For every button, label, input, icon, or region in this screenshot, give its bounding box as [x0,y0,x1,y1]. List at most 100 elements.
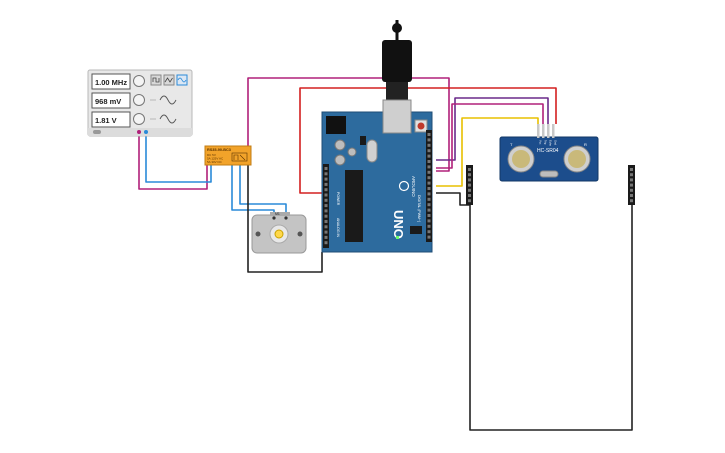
header-left-pin-1[interactable] [468,173,471,177]
arduino-left-pin-3[interactable] [324,182,328,186]
relay-line-1: DC 5V [207,153,216,157]
arduino-right-pin-13[interactable] [427,203,431,207]
generator-terminal-positive[interactable] [144,130,148,134]
sensor-pin-label: Trig [544,140,548,145]
header-left-pin-3[interactable] [468,183,471,187]
header-right-pin-3[interactable] [630,183,633,187]
function-generator[interactable]: 1.00 MHz 968 mV 1.81 V [87,69,193,137]
sensor-pin-gnd[interactable] [552,124,555,138]
usb-plug [382,40,412,82]
arduino-left-pin-8[interactable] [324,209,328,213]
sensor-pin-vcc[interactable] [537,124,540,138]
header-right-pin-0[interactable] [630,168,633,171]
arduino-left-pin-1[interactable] [324,172,328,176]
frequency-knob[interactable] [133,75,145,87]
relay-line-2: 5A 125V AC [207,157,224,161]
arduino-right-pin-0[interactable] [427,133,431,136]
header-left-pin-5[interactable] [468,194,471,197]
wire-blue-motor[interactable] [231,165,275,218]
sensor-pin-label: Vcc [539,140,543,145]
relay[interactable]: RS35-90-BC3 DC 5V 5A 125V AC 5A 30V DC [204,145,252,166]
digital-section-label: DIGITAL (PWM~) [417,195,421,222]
wire-yellow[interactable] [436,117,539,187]
arduino-right-pin-17[interactable] [427,224,431,228]
arduino-right-pin-12[interactable] [427,197,431,201]
motor-label: M1 [275,212,280,216]
header-left-pin-4[interactable] [468,188,471,192]
wire-magenta-generator[interactable] [138,132,208,190]
arduino-left-pin-9[interactable] [324,214,328,218]
header-left-strip[interactable] [466,165,473,205]
wire-blue-motor-2[interactable] [239,165,287,218]
arduino-right-pin-14[interactable] [427,208,431,212]
power-led [396,236,399,239]
square-wave-icon [152,77,160,83]
motor-shaft [274,229,284,239]
sensor-pin-trig[interactable] [542,124,545,138]
header-right-pin-5[interactable] [630,194,633,197]
arduino-right-pin-2[interactable] [427,143,431,147]
motor-terminal-left[interactable] [272,216,276,220]
header-right-pin-1[interactable] [630,173,633,177]
arduino-left-pin-6[interactable] [324,198,328,202]
motor-terminal-right[interactable] [284,216,288,220]
arduino-right-pin-1[interactable] [427,138,431,142]
generator-terminal-negative[interactable] [137,130,141,134]
arduino-right-pin-6[interactable] [427,165,431,169]
reset-button[interactable] [417,122,425,130]
power-section-label: POWER [336,192,340,206]
header-right-pin-4[interactable] [630,188,633,192]
wire-magenta-top[interactable] [247,77,450,172]
arduino-left-pin-13[interactable] [324,235,328,239]
arduino-model-label: UNO [391,210,406,239]
arduino-left-pin-7[interactable] [324,204,328,208]
arduino-left-pin-5[interactable] [324,193,328,197]
arduino-right-pin-4[interactable] [427,154,431,158]
wire-black-header-loop[interactable] [469,205,633,431]
wires [138,77,633,431]
arduino-right-pin-16[interactable] [427,219,431,223]
arduino-right-pin-10[interactable] [427,187,431,190]
header-left-pin-6[interactable] [468,199,471,203]
header-left-pin-0[interactable] [468,168,471,171]
sensor-pin-echo[interactable] [547,124,550,138]
arduino-left-pin-0[interactable] [324,167,328,170]
wire-blue-generator[interactable] [145,132,212,183]
arduino-left-pin-11[interactable] [324,225,328,229]
header-right-pin-2[interactable] [630,178,633,182]
header-left-pin-2[interactable] [468,178,471,182]
left-header-pins [324,167,328,245]
wire-black-header[interactable] [436,192,470,206]
arduino-right-pin-9[interactable] [427,181,431,185]
arduino-right-pin-19[interactable] [427,235,431,239]
header-right-strip[interactable] [628,165,635,205]
arduino-right-pin-5[interactable] [427,160,431,163]
right-header-pins [427,133,431,239]
arduino-left-pin-10[interactable] [324,220,328,223]
arduino-left-pin-12[interactable] [324,230,328,234]
arduino-right-pin-3[interactable] [427,149,431,153]
arduino-brand-label: ARDUINO [411,176,416,197]
wire-purple-trig[interactable] [436,97,549,161]
arduino-left-pin-14[interactable] [324,241,328,245]
arduino-right-pin-11[interactable] [427,192,431,196]
amplitude-knob[interactable] [133,94,145,106]
wire-red-sensor[interactable] [432,87,557,124]
arduino-right-pin-8[interactable] [427,176,431,180]
dc-motor[interactable]: M1 [251,212,307,254]
offset-knob[interactable] [133,113,145,125]
power-switch[interactable] [93,130,101,134]
wire-magenta-echo[interactable] [436,103,544,169]
wire-black-gnd[interactable] [247,165,323,273]
wire-red-arduino[interactable] [299,87,432,194]
arduino-right-pin-15[interactable] [427,214,431,217]
arduino-left-pin-2[interactable] [324,177,328,181]
arduino-left-pin-4[interactable] [324,188,328,192]
arduino-right-pin-7[interactable] [427,170,431,174]
header-right-pin-6[interactable] [630,199,633,203]
arduino-uno[interactable]: UNO ARDUINO POWER ANALOG IN DIGITAL (PWM… [321,20,433,253]
arduino-right-pin-18[interactable] [427,230,431,234]
